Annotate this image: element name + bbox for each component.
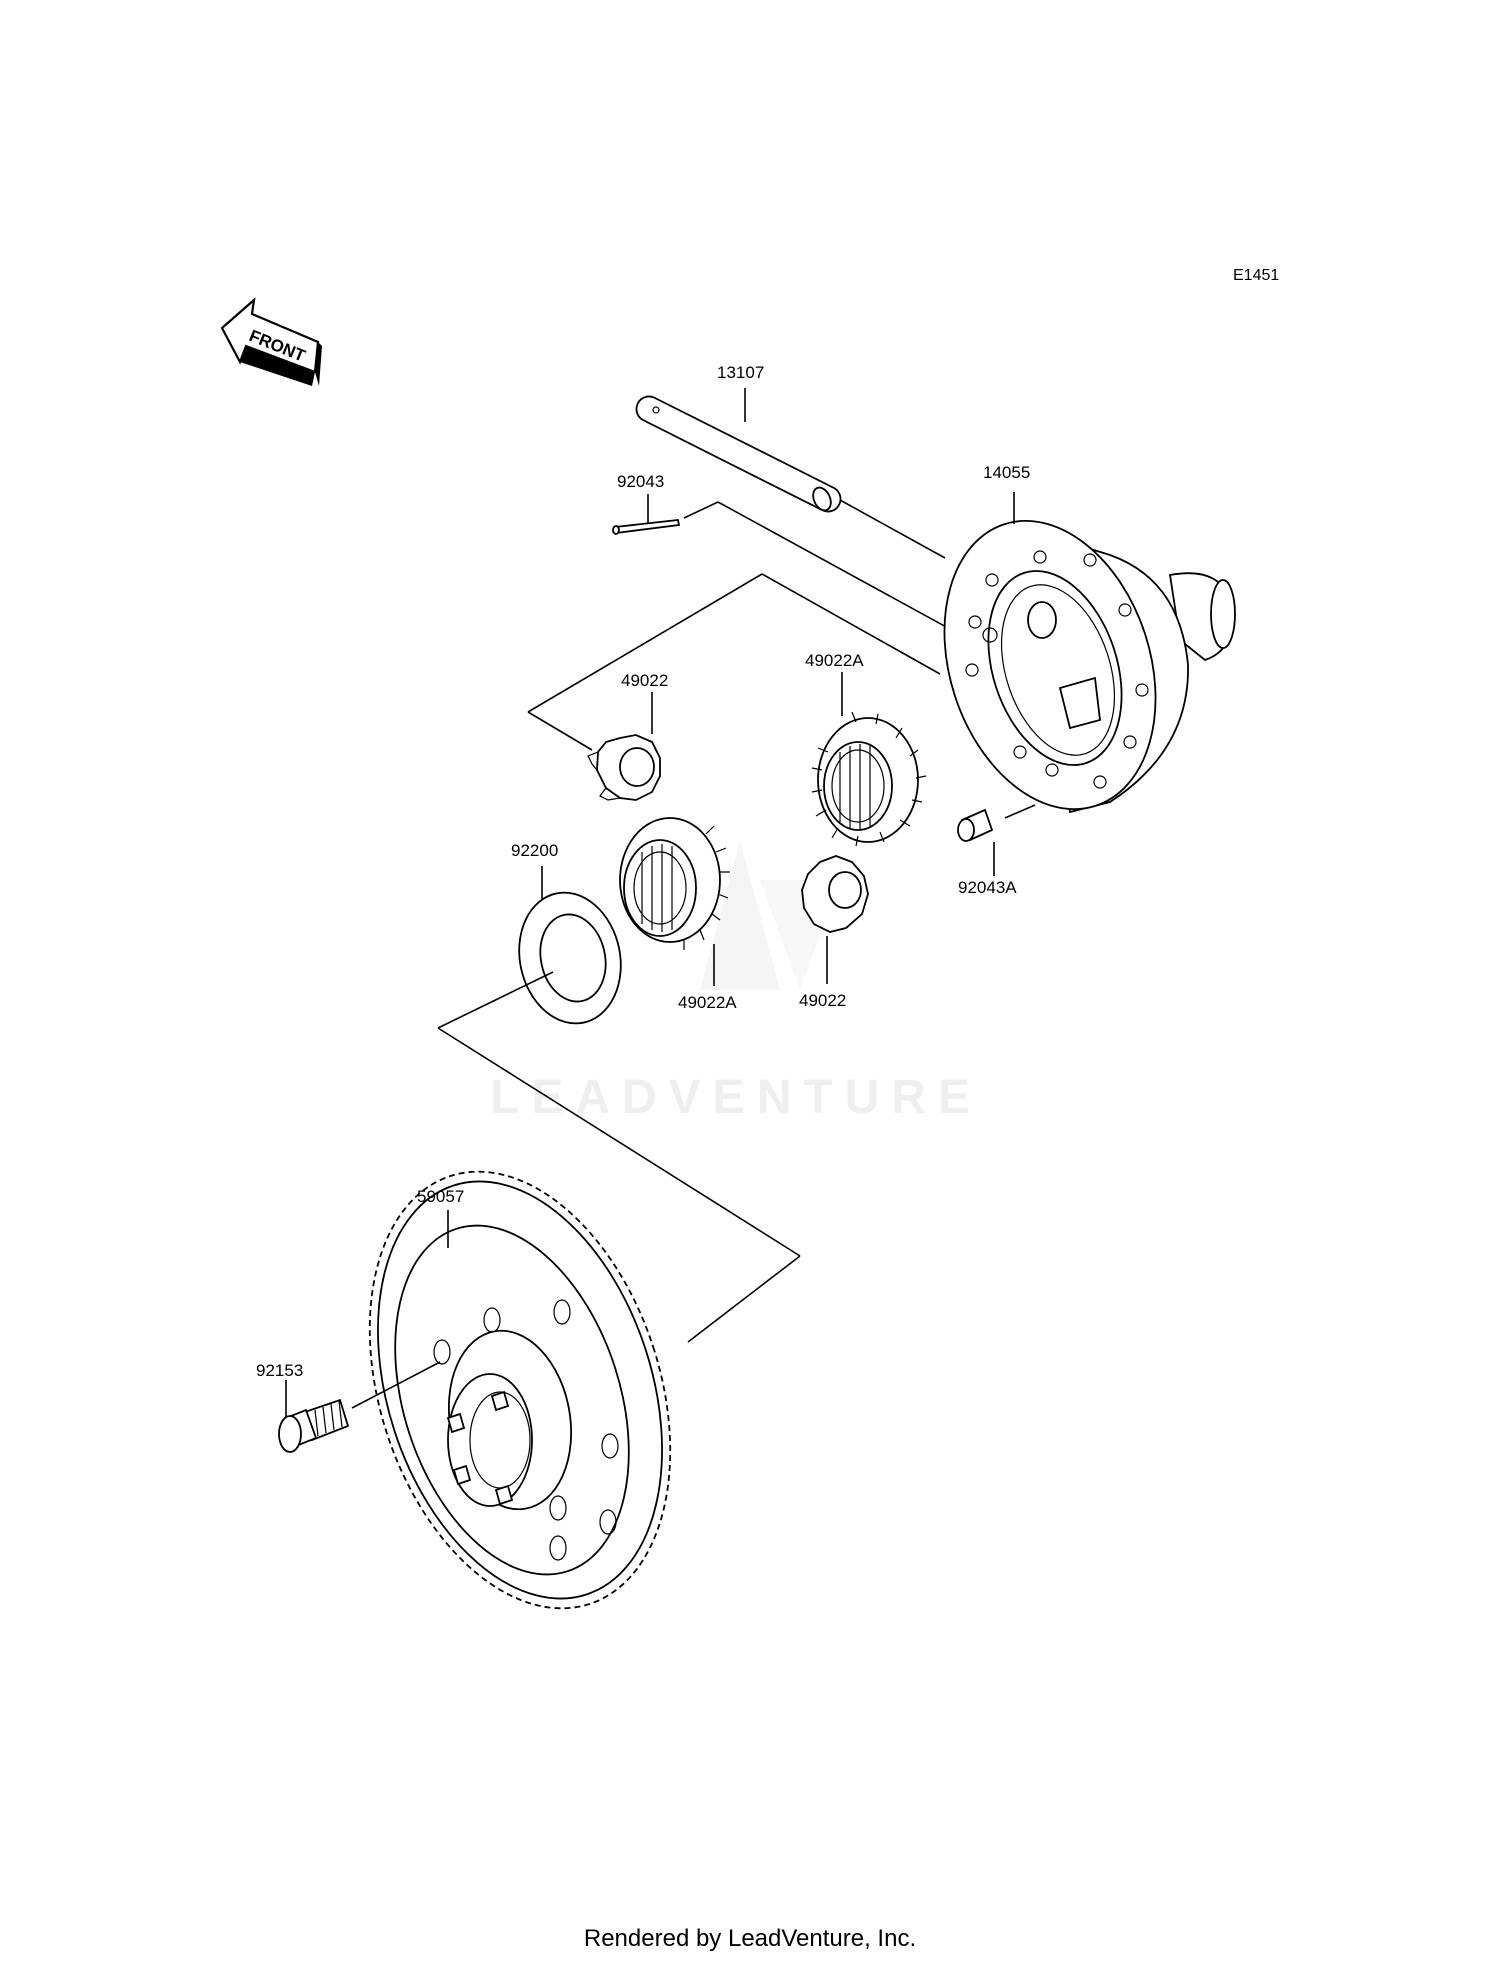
label-92043: 92043 bbox=[617, 472, 664, 491]
side-gear-49022A-top[interactable] bbox=[811, 711, 927, 847]
label-49022A-top: 49022A bbox=[805, 651, 864, 670]
footer-credit: Rendered by LeadVenture, Inc. bbox=[583, 1925, 917, 1952]
front-arrow-icon: FRONT bbox=[220, 297, 322, 386]
label-92043A: 92043A bbox=[958, 878, 1017, 897]
label-49022A-bottom: 49022A bbox=[678, 993, 737, 1012]
label-59057: 59057 bbox=[417, 1187, 464, 1206]
pin-92043A[interactable] bbox=[957, 808, 994, 842]
label-49022-bottom: 49022 bbox=[799, 991, 846, 1010]
differential-case-14055[interactable] bbox=[909, 493, 1236, 836]
label-13107: 13107 bbox=[717, 363, 764, 382]
watermark-text: LEADVENTURE bbox=[490, 1071, 982, 1124]
label-92200: 92200 bbox=[511, 841, 558, 860]
washer-92200[interactable] bbox=[507, 883, 632, 1033]
pinion-gear-49022-bottom[interactable] bbox=[801, 855, 869, 933]
shaft-13107[interactable] bbox=[635, 395, 842, 513]
pinion-gear-49022-top[interactable] bbox=[587, 734, 661, 801]
ring-gear-59057[interactable] bbox=[317, 1133, 722, 1648]
bolt-92153[interactable] bbox=[278, 1398, 350, 1453]
pin-92043[interactable] bbox=[612, 519, 681, 535]
label-14055: 14055 bbox=[983, 463, 1030, 482]
leadventure-watermark: LEADVENTURE bbox=[490, 840, 982, 1124]
diagram-code: E1451 bbox=[1233, 267, 1279, 284]
label-49022-top: 49022 bbox=[621, 671, 668, 690]
label-92153: 92153 bbox=[256, 1361, 303, 1380]
side-gear-49022A-bottom[interactable] bbox=[619, 817, 730, 950]
